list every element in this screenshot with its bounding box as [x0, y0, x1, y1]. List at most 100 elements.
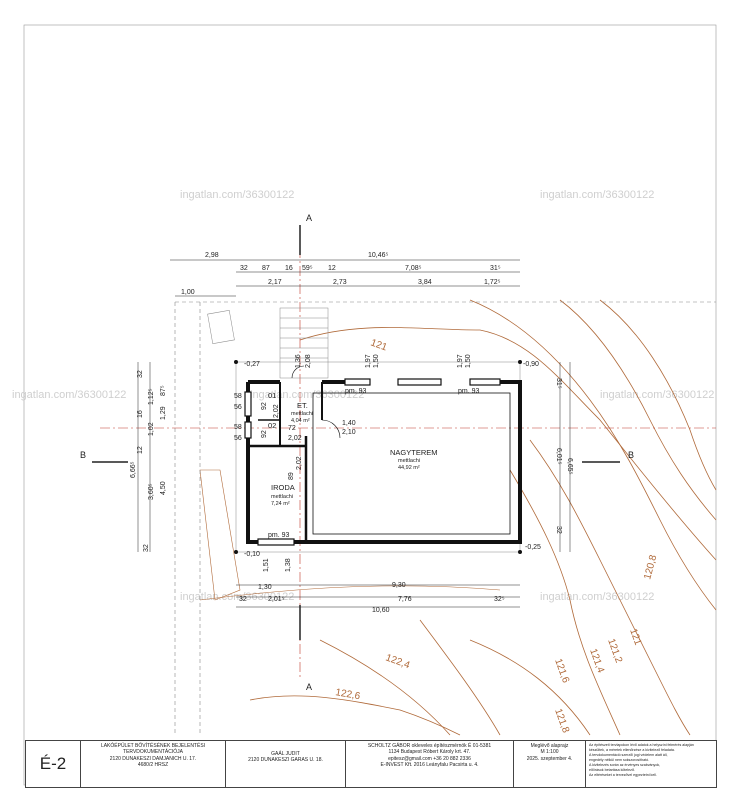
dim-label: 12	[137, 446, 144, 454]
room-number: 02	[268, 421, 276, 430]
room-number: 01	[268, 391, 276, 400]
dim-label: 72	[288, 425, 296, 432]
dim-label: 3,84	[418, 279, 432, 286]
contour-label: 120,8	[642, 553, 659, 580]
inner-wall-lines	[312, 392, 511, 535]
dim-label: 3,60⁵	[148, 483, 155, 500]
contour-label: 121,2	[605, 637, 624, 665]
dim-label: 92	[261, 430, 268, 438]
dim-label: 1,36	[295, 354, 302, 368]
contour-label: 121,4	[587, 647, 606, 675]
dim-label: 4,50	[160, 481, 167, 495]
dim-label: 2,17	[268, 279, 282, 286]
windows	[244, 378, 501, 546]
room-name: NAGYTEREM	[390, 448, 438, 457]
dim-label: 6,01⁵	[555, 448, 562, 465]
dimension-lines	[137, 259, 571, 608]
notes: Az építészeti tervlapokon lévő adatok a …	[589, 743, 694, 777]
contour-label: 122,4	[384, 652, 412, 671]
dim-label: 7,08⁵	[405, 265, 422, 272]
dim-label: 6,65⁵	[566, 458, 573, 475]
dim-label: 2,02	[296, 456, 303, 470]
door-swing	[291, 365, 305, 379]
dim-label: pm. 93	[458, 388, 480, 395]
dim-label: 9,30	[392, 582, 406, 589]
contour-label: 121,6	[552, 657, 571, 685]
client-info: GAÁL JUDIT 2120 DUNAKESZI GARAS U. 18.	[226, 741, 346, 787]
dim-label: 31⁵	[555, 378, 562, 389]
dim-label: 32	[143, 544, 150, 552]
level-label: -0,27	[244, 361, 260, 368]
dim-label: 1,30	[258, 584, 272, 591]
dim-label: 10,46⁵	[368, 252, 389, 259]
contour-label: 121,8	[552, 707, 571, 735]
dim-label: 32	[137, 370, 144, 378]
title-block: É-2 LAKÓÉPÜLET BŐVÍTÉSÉNEK BEJELENTÉSI T…	[25, 740, 717, 788]
sheet-number: É-2	[26, 741, 81, 787]
dim-label: 92	[261, 402, 268, 410]
dim-label: 16	[137, 410, 144, 418]
dim-label: 1,50	[465, 354, 472, 368]
dim-label: pm. 93	[268, 532, 290, 539]
dim-label: 58	[234, 424, 242, 431]
dim-label: 1,40	[342, 420, 356, 427]
dim-label: 1,00	[181, 289, 195, 296]
level-label: -0,90	[523, 361, 539, 368]
room-area: 4,04 m²	[291, 418, 310, 424]
contour-label: 121	[627, 627, 643, 647]
plot-boundary	[174, 301, 716, 735]
dim-label: 32	[555, 526, 562, 534]
dim-label: 31⁵	[490, 265, 501, 272]
dim-label: 87⁵	[160, 385, 167, 396]
dim-label: 32⁵	[494, 596, 505, 603]
level-label: -0,10	[244, 551, 260, 558]
dim-label: 1,02	[148, 422, 155, 436]
dim-label: 58	[234, 393, 242, 400]
corner-markers	[234, 360, 522, 554]
section-mark-a: A	[306, 213, 312, 223]
dim-label: 16	[285, 265, 293, 272]
section-mark-b: B	[80, 450, 86, 460]
door-swing	[321, 419, 341, 439]
dim-label: 59⁵	[302, 265, 313, 272]
watermark-text: ingatlan.com/36300122	[250, 389, 364, 401]
dim-label: 56	[234, 435, 242, 442]
dim-label: 2,08	[305, 354, 312, 368]
watermark-text: ingatlan.com/36300122	[600, 389, 714, 401]
dim-label: 32	[240, 265, 248, 272]
dim-label: 2,10	[342, 429, 356, 436]
dim-label: 2,73	[333, 279, 347, 286]
room-area: 7,24 m²	[271, 501, 290, 507]
contour-label: 122,6	[334, 687, 361, 702]
dim-label: 1,72⁵	[484, 279, 501, 286]
room-floor: mettlachi	[291, 411, 313, 417]
section-markers	[92, 225, 620, 640]
terrain-contours	[199, 299, 717, 736]
room-area: 44,92 m²	[398, 465, 420, 471]
dim-label: 6,66⁵	[130, 461, 137, 478]
watermark-text: ingatlan.com/36300122	[540, 591, 654, 603]
dim-label: 1,12⁵	[148, 388, 155, 405]
dim-label: 10,60	[372, 607, 390, 614]
dim-label: 2,98	[205, 252, 219, 259]
dim-label: 2,02	[288, 435, 302, 442]
dim-label: 89	[288, 472, 295, 480]
designer-info: SCHOLTZ GÁBOR okleveles építészmérnök É …	[346, 741, 514, 787]
dim-label: 87	[262, 265, 270, 272]
room-name: IRODA	[271, 483, 295, 492]
building-walls	[246, 380, 522, 544]
dim-label: 56	[234, 404, 242, 411]
section-mark-b: B	[628, 450, 634, 460]
watermark-text: ingatlan.com/36300122	[12, 389, 126, 401]
dim-label: 2,01⁵	[268, 596, 285, 603]
dim-label: 1,29	[160, 406, 167, 420]
room-floor: mettlachi	[271, 494, 293, 500]
dim-label: 1,50	[373, 354, 380, 368]
watermark-text: ingatlan.com/36300122	[540, 189, 654, 201]
room-name: ET.	[297, 401, 308, 410]
dim-label: 1,97	[457, 354, 464, 368]
entrance-steps	[207, 307, 329, 379]
dim-label: pm. 93	[345, 388, 367, 395]
drawing-info: Meglévő alaprajz M 1:100 2025. szeptembe…	[514, 741, 586, 787]
